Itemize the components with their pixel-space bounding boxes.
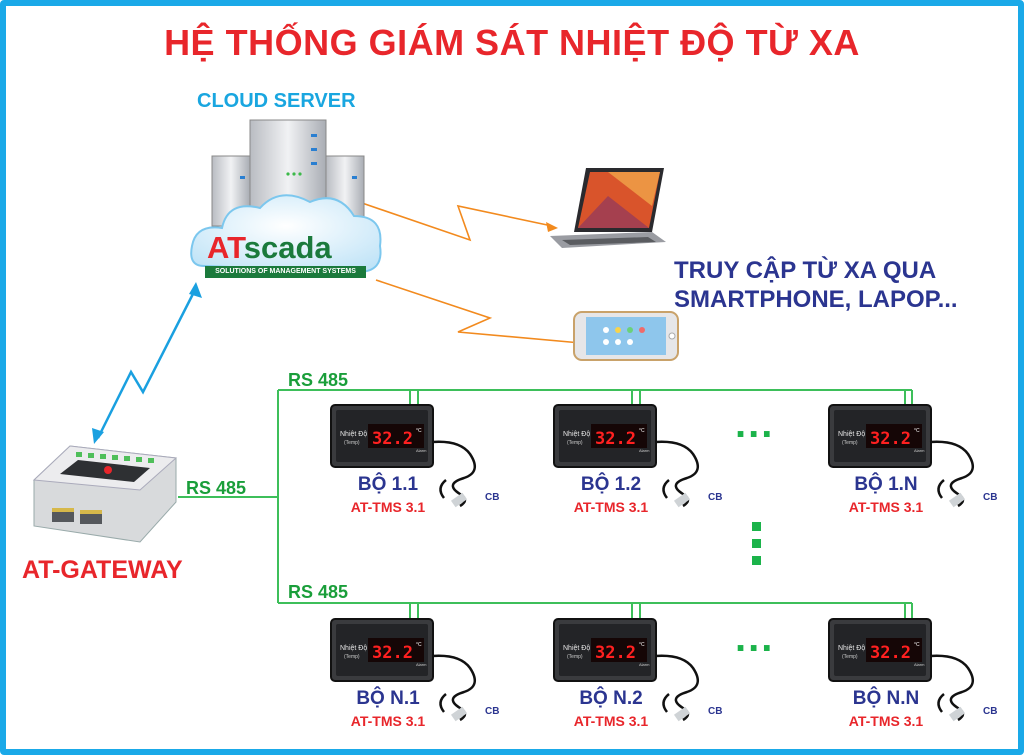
- sensor-label: CB: [983, 706, 997, 717]
- meter-unit: °C: [639, 642, 645, 648]
- meter-alarm-label: Alarm: [639, 448, 650, 453]
- meter-label: Nhiệt Độ: [340, 431, 367, 438]
- meter-label: Nhiệt Độ: [563, 431, 590, 438]
- temperature-meter: Nhiệt Độ (Temp) 32.2°C Alarm: [553, 404, 657, 468]
- sensor-label: CB: [708, 706, 722, 717]
- meter-alarm-label: Alarm: [914, 662, 925, 667]
- meter-display-value: 32.2: [870, 429, 911, 449]
- laptop-icon: [548, 166, 666, 250]
- meter-panel: Nhiệt Độ (Temp) 32.2°C Alarm: [330, 404, 434, 468]
- meter-unit: °C: [914, 642, 920, 648]
- meter-alarm-label: Alarm: [416, 448, 427, 453]
- smartphone-icon: [572, 308, 682, 364]
- device-model: AT-TMS 3.1: [826, 499, 946, 515]
- cloud-phone-link: [376, 280, 592, 344]
- sensor-label: CB: [485, 706, 499, 717]
- temperature-meter: Nhiệt Độ (Temp) 32.2°C Alarm: [330, 618, 434, 682]
- temperature-meter: Nhiệt Độ (Temp) 32.2°C Alarm: [828, 404, 932, 468]
- gateway-device-icon: [30, 438, 180, 544]
- meter-unit: °C: [416, 642, 422, 648]
- meter-unit: °C: [639, 428, 645, 434]
- meter-alarm-label: Alarm: [914, 448, 925, 453]
- meter-unit: °C: [914, 428, 920, 434]
- device-model: AT-TMS 3.1: [826, 713, 946, 729]
- device-name: BỘ N.N: [826, 688, 946, 710]
- meter-unit: °C: [416, 428, 422, 434]
- meter-sublabel: (Temp): [567, 440, 583, 446]
- device-name: BỘ 1.2: [551, 474, 671, 496]
- meter-alarm-label: Alarm: [416, 662, 427, 667]
- device-name: BỘ N.2: [551, 688, 671, 710]
- cloud-laptop-link: [362, 203, 552, 240]
- meter-panel: Nhiệt Độ (Temp) 32.2°C Alarm: [330, 618, 434, 682]
- cloud-server-label: CLOUD SERVER: [197, 90, 356, 113]
- device-model: AT-TMS 3.1: [551, 713, 671, 729]
- meter-display-value: 32.2: [870, 643, 911, 663]
- gateway-label: AT-GATEWAY: [22, 556, 183, 585]
- meter-sublabel: (Temp): [567, 654, 583, 660]
- meter-display-value: 32.2: [372, 643, 413, 663]
- meter-display-value: 32.2: [372, 429, 413, 449]
- gateway-cloud-link: [98, 288, 196, 438]
- sensor-label: CB: [485, 492, 499, 503]
- device-model: AT-TMS 3.1: [328, 713, 448, 729]
- page-title: HỆ THỐNG GIÁM SÁT NHIỆT ĐỘ TỪ XA: [0, 22, 1024, 64]
- device-name: BỘ 1.1: [328, 474, 448, 496]
- meter-display-value: 32.2: [595, 643, 636, 663]
- meter-alarm-label: Alarm: [639, 662, 650, 667]
- meter-label: Nhiệt Độ: [838, 645, 865, 652]
- meter-sublabel: (Temp): [344, 654, 360, 660]
- bus-label-gateway: RS 485: [186, 478, 246, 499]
- meter-sublabel: (Temp): [842, 440, 858, 446]
- atscada-logo: ATscada: [207, 232, 332, 264]
- device-name: BỘ N.1: [328, 688, 448, 710]
- temperature-meter: Nhiệt Độ (Temp) 32.2°C Alarm: [828, 618, 932, 682]
- meter-panel: Nhiệt Độ (Temp) 32.2°C Alarm: [553, 404, 657, 468]
- meter-panel: Nhiệt Độ (Temp) 32.2°C Alarm: [828, 618, 932, 682]
- device-model: AT-TMS 3.1: [551, 499, 671, 515]
- ellipsis-vertical: [752, 522, 764, 573]
- sensor-label: CB: [708, 492, 722, 503]
- meter-display-value: 32.2: [595, 429, 636, 449]
- meter-panel: Nhiệt Độ (Temp) 32.2°C Alarm: [828, 404, 932, 468]
- bus-label-row2: RS 485: [288, 582, 348, 603]
- meter-label: Nhiệt Độ: [563, 645, 590, 652]
- remote-access-text: TRUY CẬP TỪ XA QUA SMARTPHONE, LAPOP...: [674, 256, 958, 314]
- temperature-meter: Nhiệt Độ (Temp) 32.2°C Alarm: [330, 404, 434, 468]
- meter-label: Nhiệt Độ: [340, 645, 367, 652]
- meter-panel: Nhiệt Độ (Temp) 32.2°C Alarm: [553, 618, 657, 682]
- sensor-label: CB: [983, 492, 997, 503]
- ellipsis-row2: ...: [735, 628, 774, 648]
- logo-slogan: SOLUTIONS OF MANAGEMENT SYSTEMS: [205, 266, 366, 278]
- ellipsis-row1: ...: [735, 414, 774, 434]
- meter-label: Nhiệt Độ: [838, 431, 865, 438]
- meter-sublabel: (Temp): [344, 440, 360, 446]
- temperature-meter: Nhiệt Độ (Temp) 32.2°C Alarm: [553, 618, 657, 682]
- device-name: BỘ 1.N: [826, 474, 946, 496]
- device-model: AT-TMS 3.1: [328, 499, 448, 515]
- meter-sublabel: (Temp): [842, 654, 858, 660]
- bus-label-row1: RS 485: [288, 370, 348, 391]
